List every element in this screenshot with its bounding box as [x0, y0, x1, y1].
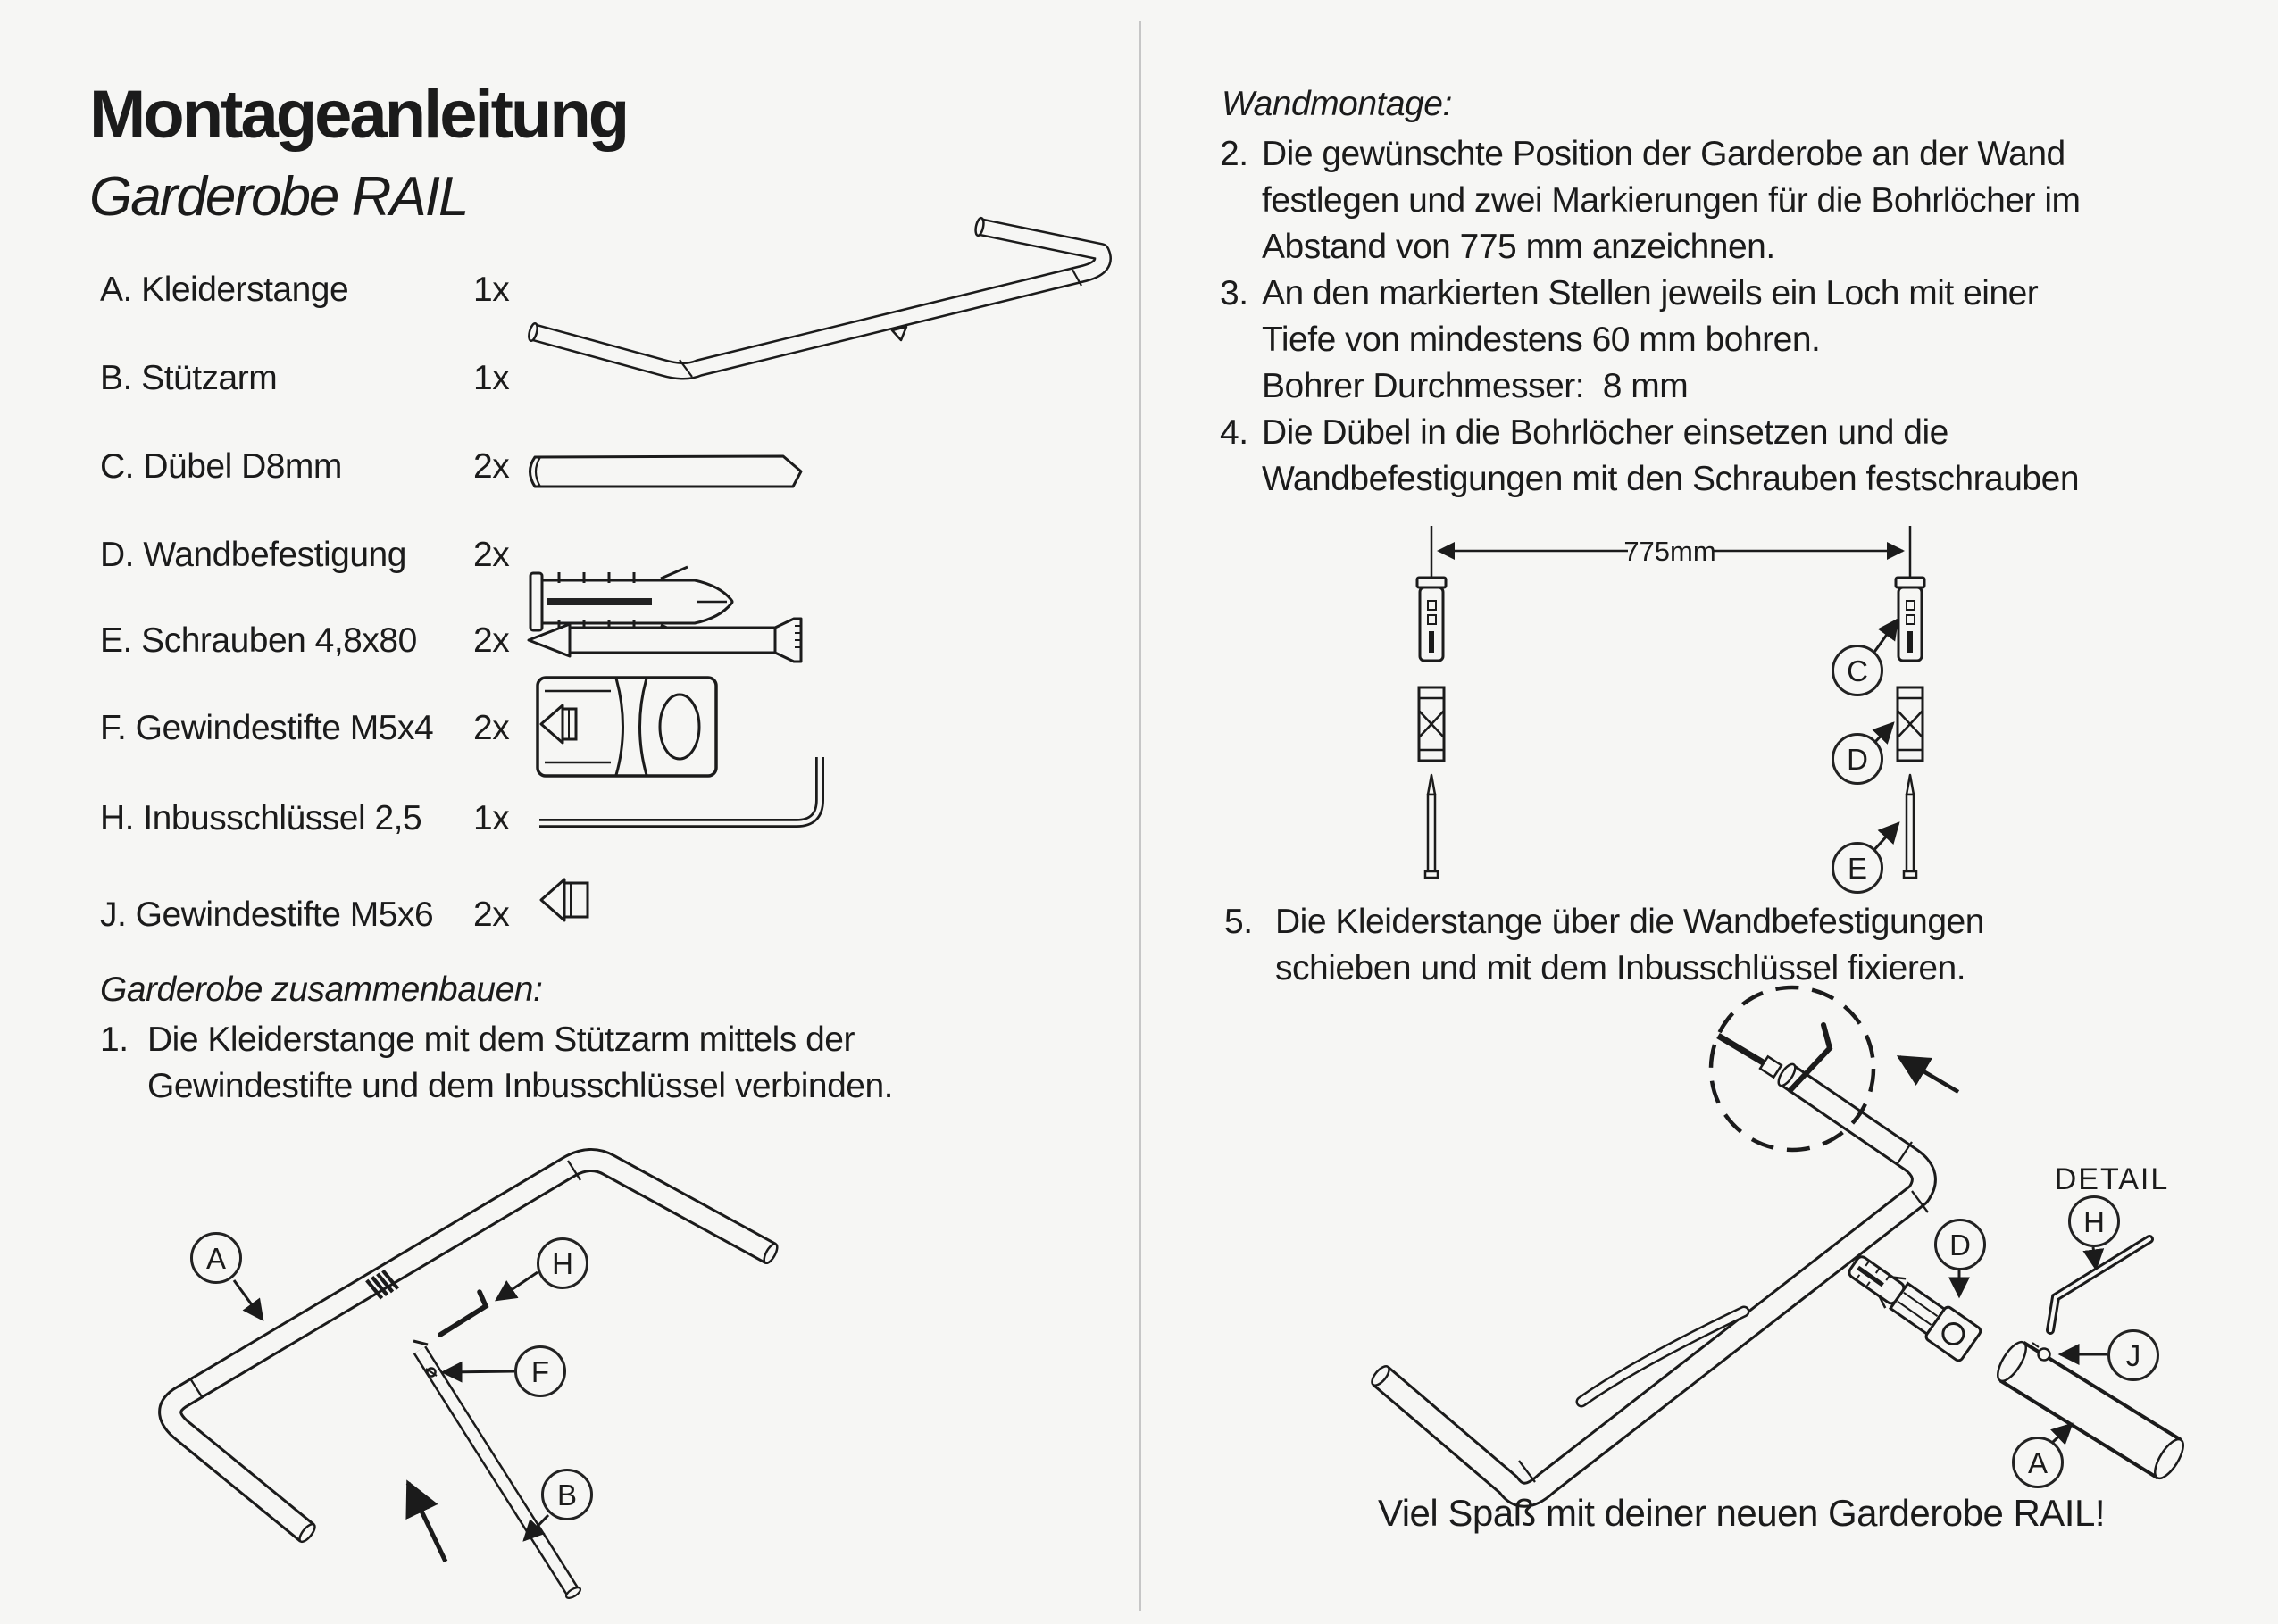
part-row-qty: 1x: [473, 271, 510, 309]
part-row-label: J. Gewindestifte M5x6: [100, 895, 434, 934]
part-row-label: A. Kleiderstange: [100, 271, 349, 309]
step-lines: Die Kleiderstange über die Wandbefestigu…: [1275, 903, 1984, 987]
callout-c: C: [1832, 645, 1883, 696]
gewindestift-m5x4-icon: [539, 704, 578, 745]
detail-diagram: [1371, 985, 2184, 1508]
part-row-label: B. Stützarm: [100, 359, 278, 397]
callout-b: B: [541, 1469, 593, 1520]
assembly-step-1: 1. Die Kleiderstange mit dem Stützarm mi…: [100, 1017, 894, 1110]
callout-a-detail: A: [2012, 1437, 2064, 1488]
part-row-qty: 1x: [473, 359, 510, 397]
column-divider: [1139, 21, 1141, 1611]
page-title: Montageanleitung: [89, 77, 630, 153]
wall-heading: Wandmontage:: [1222, 85, 1452, 123]
part-row-label: F. Gewindestifte M5x4: [100, 709, 434, 747]
wall-step-4: 4. Die Dübel in die Bohrlöcher einsetzen…: [1220, 410, 2080, 503]
detail-label: DETAIL: [2054, 1162, 2170, 1196]
schraube-icon: [527, 617, 803, 663]
part-row-qty: 2x: [473, 536, 510, 574]
wall-step-5: 5. Die Kleiderstange über die Wandbefest…: [1224, 899, 1984, 992]
part-row-qty: 2x: [473, 447, 510, 486]
part-row-qty: 2x: [473, 895, 510, 934]
wall-fitting-assembly: [1848, 1255, 1982, 1362]
callout-h: H: [537, 1237, 588, 1289]
wall-step-3: 3. An den markierten Stellen jeweils ein…: [1220, 271, 2039, 410]
part-row-qty: 1x: [473, 799, 510, 837]
closing-text: Viel Spaß mit deiner neuen Garderobe RAI…: [1377, 1492, 2106, 1534]
step-number: 5.: [1224, 903, 1253, 941]
callout-h-detail: H: [2068, 1195, 2120, 1247]
gewindestift-m5x6-icon: [539, 878, 589, 922]
wall-diagram: [1415, 526, 1926, 879]
step-number: 2.: [1220, 135, 1248, 173]
step-number: 3.: [1220, 274, 1248, 312]
page-subtitle: Garderobe RAIL: [89, 166, 469, 228]
part-row-label: E. Schrauben 4,8x80: [100, 621, 417, 660]
knurl-mark: [365, 1269, 400, 1300]
part-row-label: C. Dübel D8mm: [100, 447, 342, 486]
part-row-label: H. Inbusschlüssel 2,5: [100, 799, 422, 837]
step-number: 4.: [1220, 413, 1248, 452]
callout-f: F: [514, 1345, 566, 1397]
part-row-qty: 2x: [473, 621, 510, 660]
callout-d-detail: D: [1934, 1219, 1986, 1270]
stuetzarm-icon: [529, 454, 803, 488]
step-lines: Die Dübel in die Bohrlöcher einsetzen un…: [1262, 413, 2080, 498]
wandbefestigung-icon: [536, 676, 718, 778]
assembly-heading: Garderobe zusammenbauen:: [100, 970, 543, 1009]
kleiderstange-icon: [528, 216, 1112, 380]
part-row-qty: 2x: [473, 709, 510, 747]
callout-d: D: [1832, 733, 1883, 785]
callout-e: E: [1832, 842, 1883, 894]
step-lines: Die Kleiderstange mit dem Stützarm mitte…: [147, 1020, 894, 1105]
part-row-label: D. Wandbefestigung: [100, 536, 406, 574]
step-number: 1.: [100, 1020, 129, 1059]
assembly-diagram: [158, 1148, 779, 1599]
callout-j-detail: J: [2107, 1329, 2159, 1381]
callout-a: A: [190, 1232, 242, 1284]
dimension-label: 775mm: [1623, 536, 1716, 567]
step-lines: An den markierten Stellen jeweils ein Lo…: [1262, 274, 2039, 405]
inbusschluessel-icon: [539, 757, 824, 828]
wall-step-2: 2. Die gewünschte Position der Garderobe…: [1220, 131, 2081, 271]
step-lines: Die gewünschte Position der Garderobe an…: [1262, 135, 2081, 266]
